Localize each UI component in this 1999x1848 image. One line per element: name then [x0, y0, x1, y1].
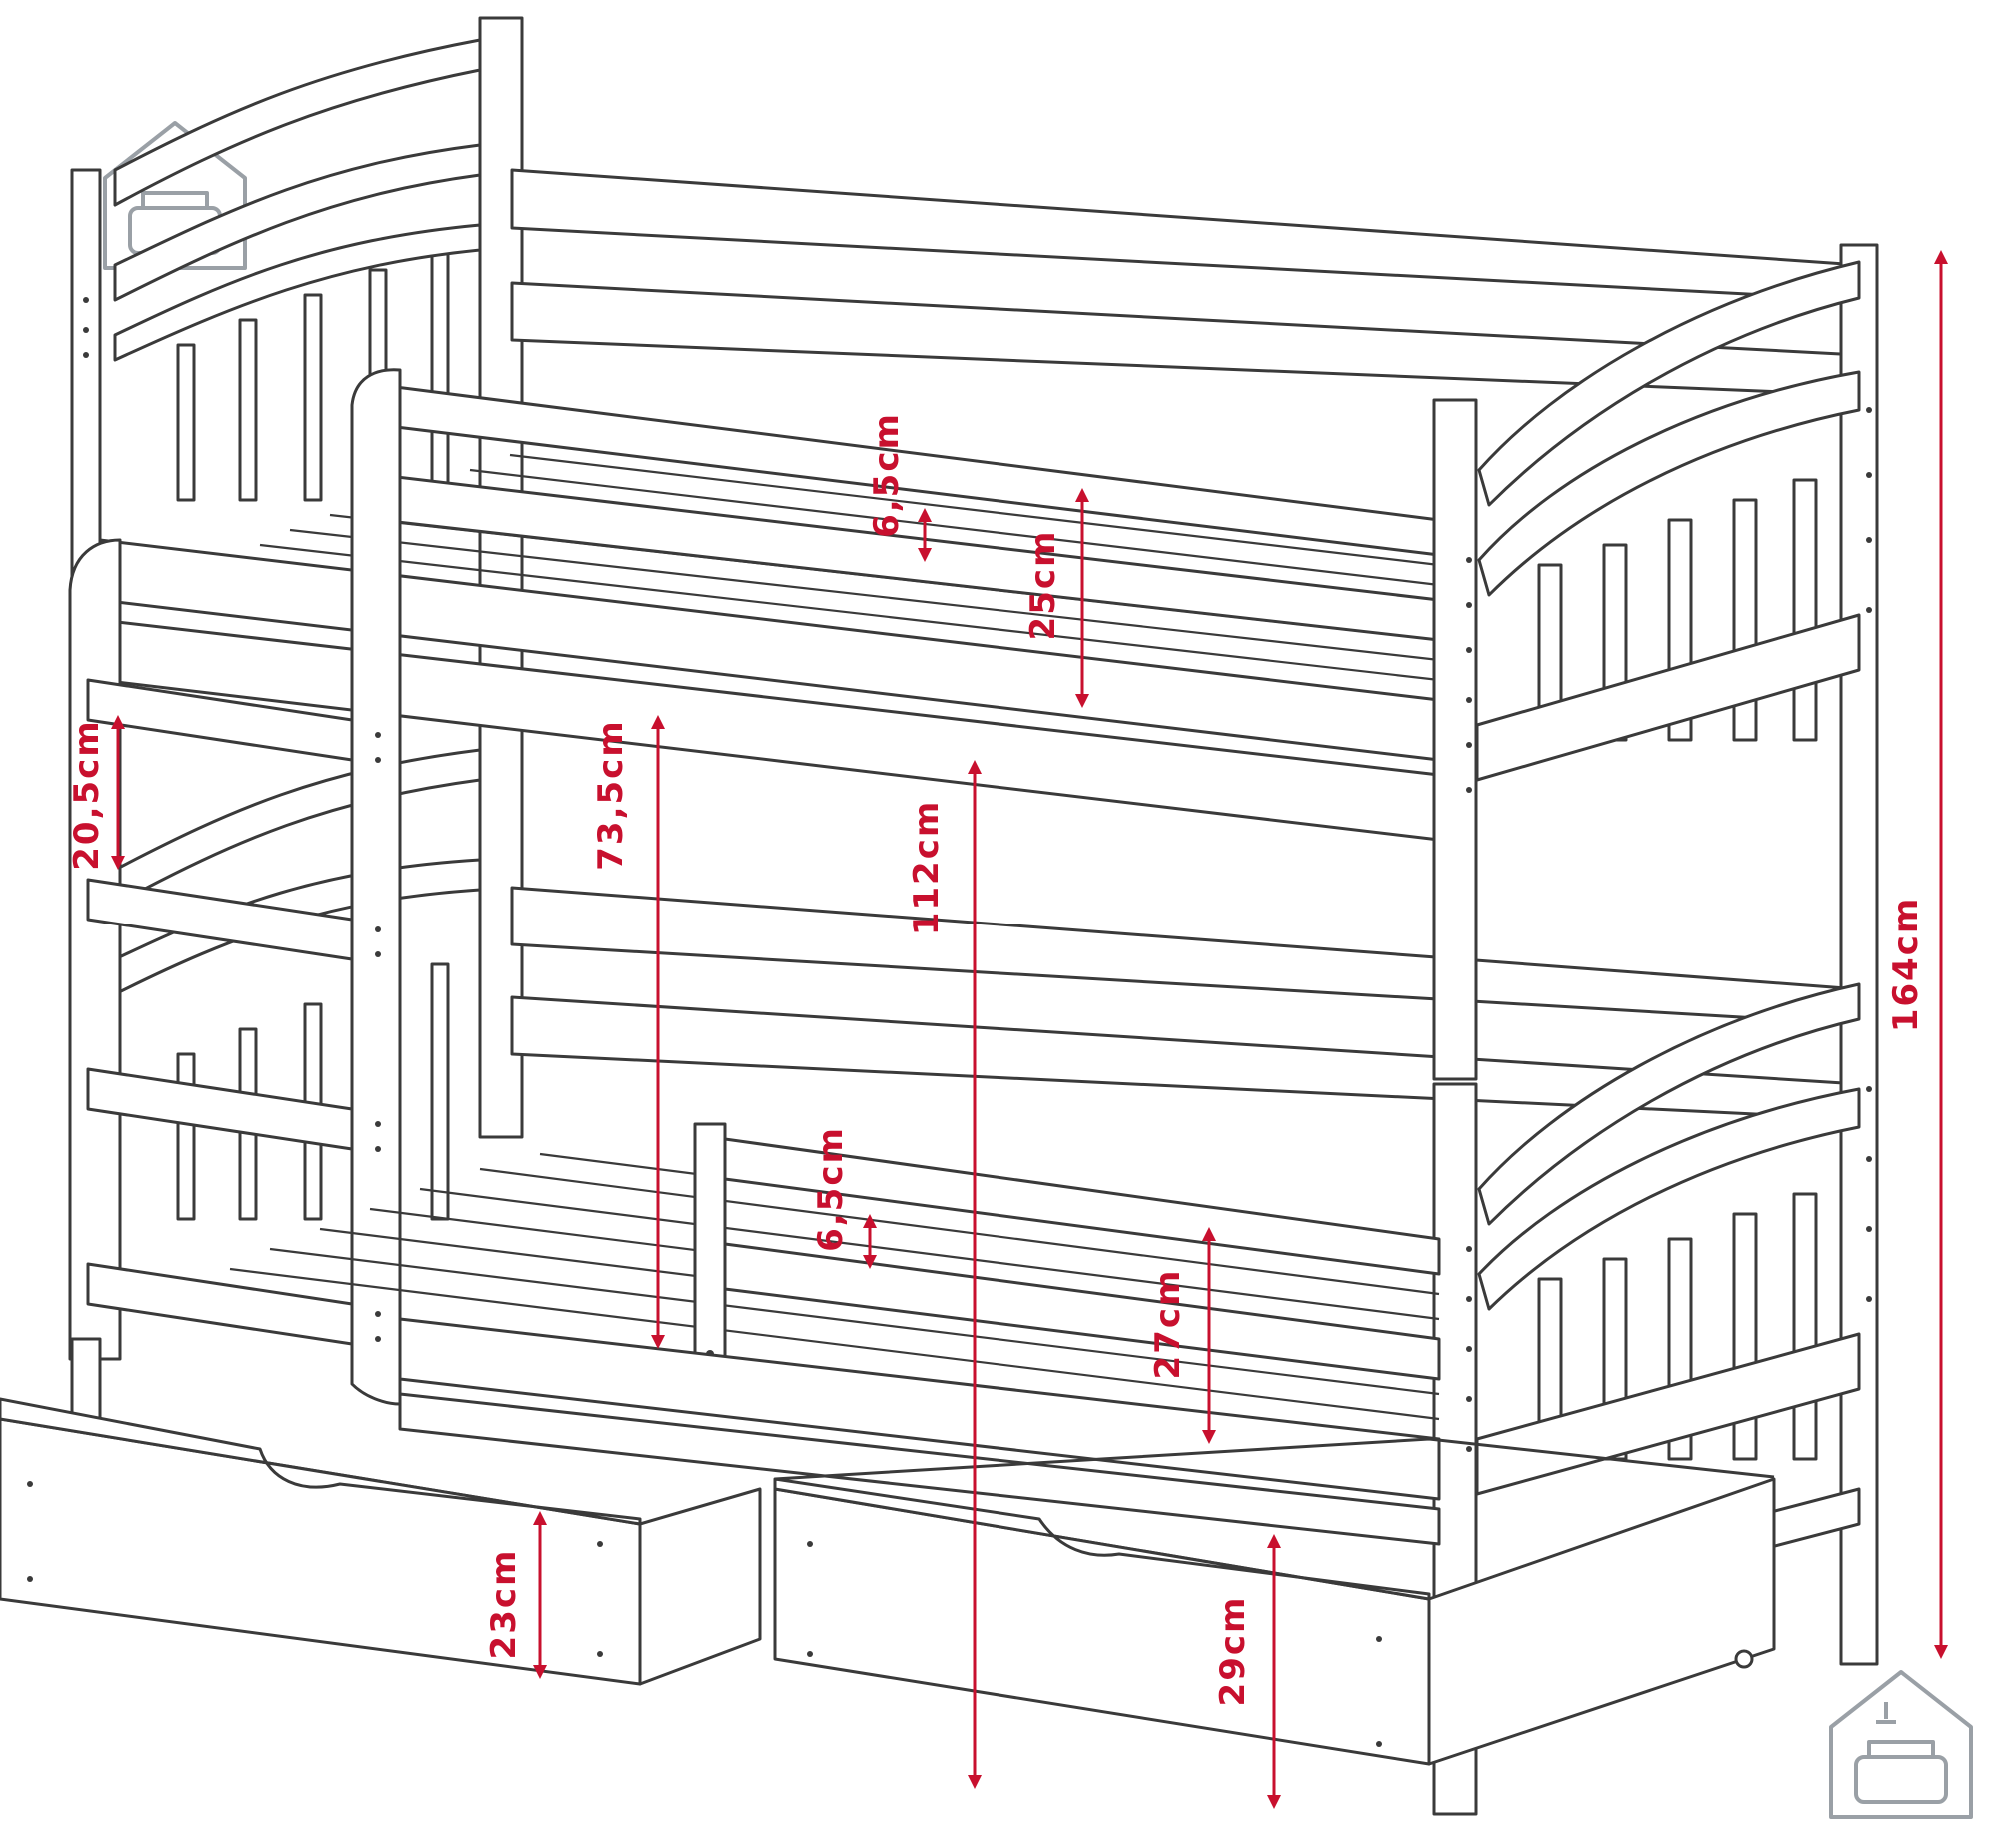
dimension-bunk-clearance: 73,5cm [591, 715, 665, 1349]
dimension-label: 164cm [1886, 897, 1926, 1033]
dimension-arrowhead [533, 1665, 547, 1679]
dimension-top-bed-height: 112cm [907, 760, 982, 1789]
ladder [86, 678, 381, 1346]
dimension-label: 112cm [907, 800, 947, 936]
dimension-label: 25cm [1023, 530, 1063, 641]
dimension-arrowhead [1202, 1227, 1216, 1241]
dimension-arrowhead [1267, 1534, 1281, 1548]
dimension-arrowhead [1075, 694, 1089, 708]
dimension-label: 23cm [484, 1549, 524, 1660]
dimension-ladder-step: 20,5cm [67, 715, 125, 871]
house-sofa-logo-icon [1829, 1670, 1973, 1819]
dimension-label: 73,5cm [591, 719, 631, 870]
dimension-arrowhead [1075, 488, 1089, 502]
dimension-arrowhead [863, 1255, 877, 1269]
dimension-overall-height: 164cm [1886, 250, 1948, 1659]
dimension-arrowhead [111, 715, 125, 729]
dimension-arrowhead [1934, 1645, 1948, 1659]
dimension-arrowhead [918, 548, 932, 562]
dimension-label: 20,5cm [67, 719, 107, 870]
dimension-drawer-right-height: 29cm [1213, 1534, 1281, 1809]
dimension-arrowhead [968, 1775, 982, 1789]
dimension-annotations: 6,5cm 25cm 20,5cm 73,5cm 112cm 164cm 6,5cm 27cm… [67, 250, 1948, 1809]
dimension-top-rail-gap: 6,5cm [867, 412, 932, 562]
drawer-left [0, 1397, 762, 1686]
dimension-arrowhead [1202, 1430, 1216, 1444]
dimension-label: 29cm [1213, 1596, 1253, 1707]
dimension-top-guard-height: 25cm [1023, 488, 1089, 708]
dimension-arrowhead [918, 508, 932, 522]
dimension-arrowhead [651, 1335, 665, 1349]
dimension-label: 6,5cm [867, 412, 907, 538]
drawer-right [773, 1437, 1776, 1766]
upper-bunk [68, 368, 1441, 1406]
dimension-label: 27cm [1148, 1269, 1188, 1380]
dimension-arrowhead [863, 1214, 877, 1228]
dimension-bottom-rail-gap: 6,5cm [811, 1126, 877, 1269]
dimension-label: 6,5cm [811, 1126, 851, 1252]
dimension-drawer-left-height: 23cm [484, 1511, 547, 1679]
dimension-arrowhead [533, 1511, 547, 1525]
dimension-arrowhead [1267, 1795, 1281, 1809]
dimension-arrowhead [651, 715, 665, 729]
dimension-arrowhead [111, 856, 125, 870]
dimension-arrowhead [1934, 250, 1948, 264]
left-headboard [70, 168, 482, 1421]
bunk-bed-back-frame [113, 16, 1879, 1666]
dimension-arrowhead [968, 760, 982, 774]
dimension-bottom-guard-height: 27cm [1148, 1227, 1216, 1444]
